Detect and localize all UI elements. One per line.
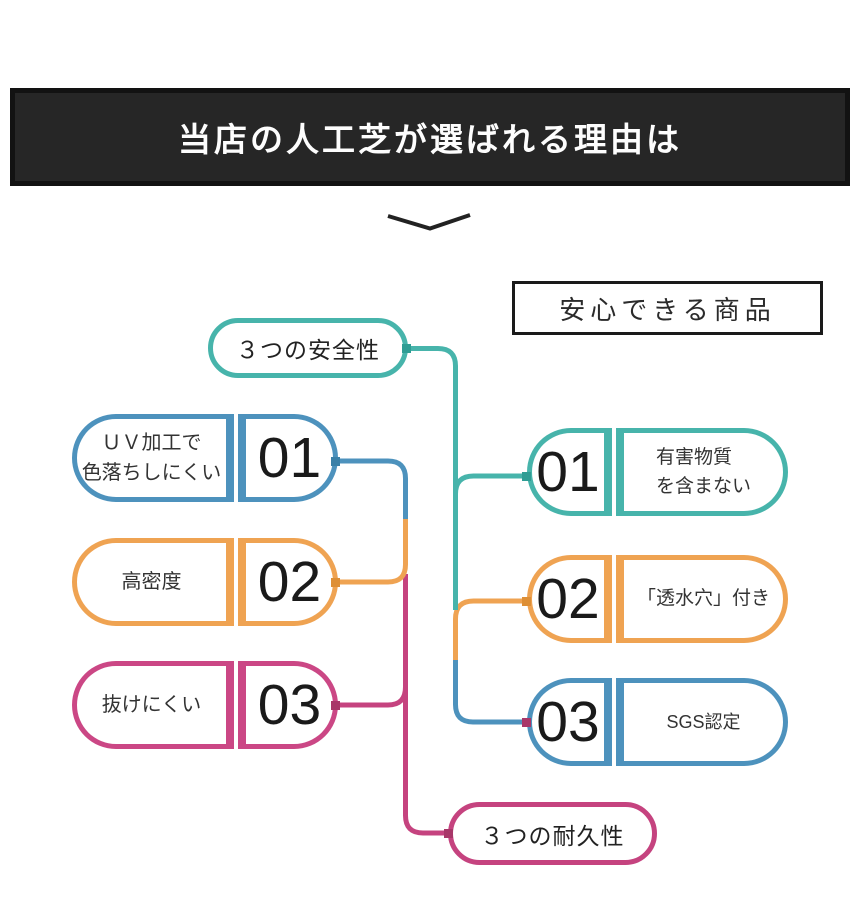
- feature-pill-left-01: ＵＶ加工で色落ちしにくい 01: [72, 414, 338, 502]
- header-banner: 当店の人工芝が選ばれる理由は: [10, 88, 850, 186]
- durability-group-pill: ３つの耐久性: [448, 802, 657, 865]
- feature-pill-left-03: 抜けにくい 03: [72, 661, 338, 749]
- connector-right-02-line: [453, 598, 527, 660]
- durability-group-label: ３つの耐久性: [480, 822, 625, 849]
- feature-right-03-text: SGS認定: [616, 678, 788, 766]
- feature-right-02-number: 02: [527, 555, 612, 643]
- connector-safety-main-line: [408, 346, 458, 610]
- feature-left-02-number: 02: [238, 538, 338, 626]
- connector-right-03-line: [453, 660, 527, 725]
- feature-pill-right-03: 03 SGS認定: [527, 678, 788, 766]
- page-title: 当店の人工芝が選ばれる理由は: [178, 121, 682, 158]
- feature-right-01-number: 01: [527, 428, 612, 516]
- feature-left-02-text: 高密度: [72, 538, 234, 626]
- safety-group-label: ３つの安全性: [236, 337, 380, 363]
- connector-left-03-line: [338, 686, 408, 708]
- feature-left-03-number: 03: [238, 661, 338, 749]
- connector-right-01-line: [453, 473, 527, 495]
- feature-left-01-text: ＵＶ加工で色落ちしにくい: [72, 414, 234, 502]
- feature-left-01-number: 01: [238, 414, 338, 502]
- feature-pill-left-02: 高密度 02: [72, 538, 338, 626]
- connector-left-01-line: [338, 458, 408, 519]
- chevron-down-icon: [387, 213, 471, 231]
- feature-pill-right-01: 01 有害物質を含まない: [527, 428, 788, 516]
- feature-right-01-text: 有害物質を含まない: [616, 428, 788, 516]
- connector-left-02-line: [338, 519, 408, 585]
- feature-right-03-number: 03: [527, 678, 612, 766]
- feature-left-03-text: 抜けにくい: [72, 661, 234, 749]
- safe-product-header-box: 安心できる商品: [512, 281, 823, 335]
- safe-product-header-label: 安心できる商品: [559, 294, 776, 325]
- safety-group-pill: ３つの安全性: [208, 318, 408, 378]
- connector-durability-main-line: [403, 574, 450, 836]
- feature-right-02-text: 「透水穴」付き: [616, 555, 788, 643]
- feature-pill-right-02: 02 「透水穴」付き: [527, 555, 788, 643]
